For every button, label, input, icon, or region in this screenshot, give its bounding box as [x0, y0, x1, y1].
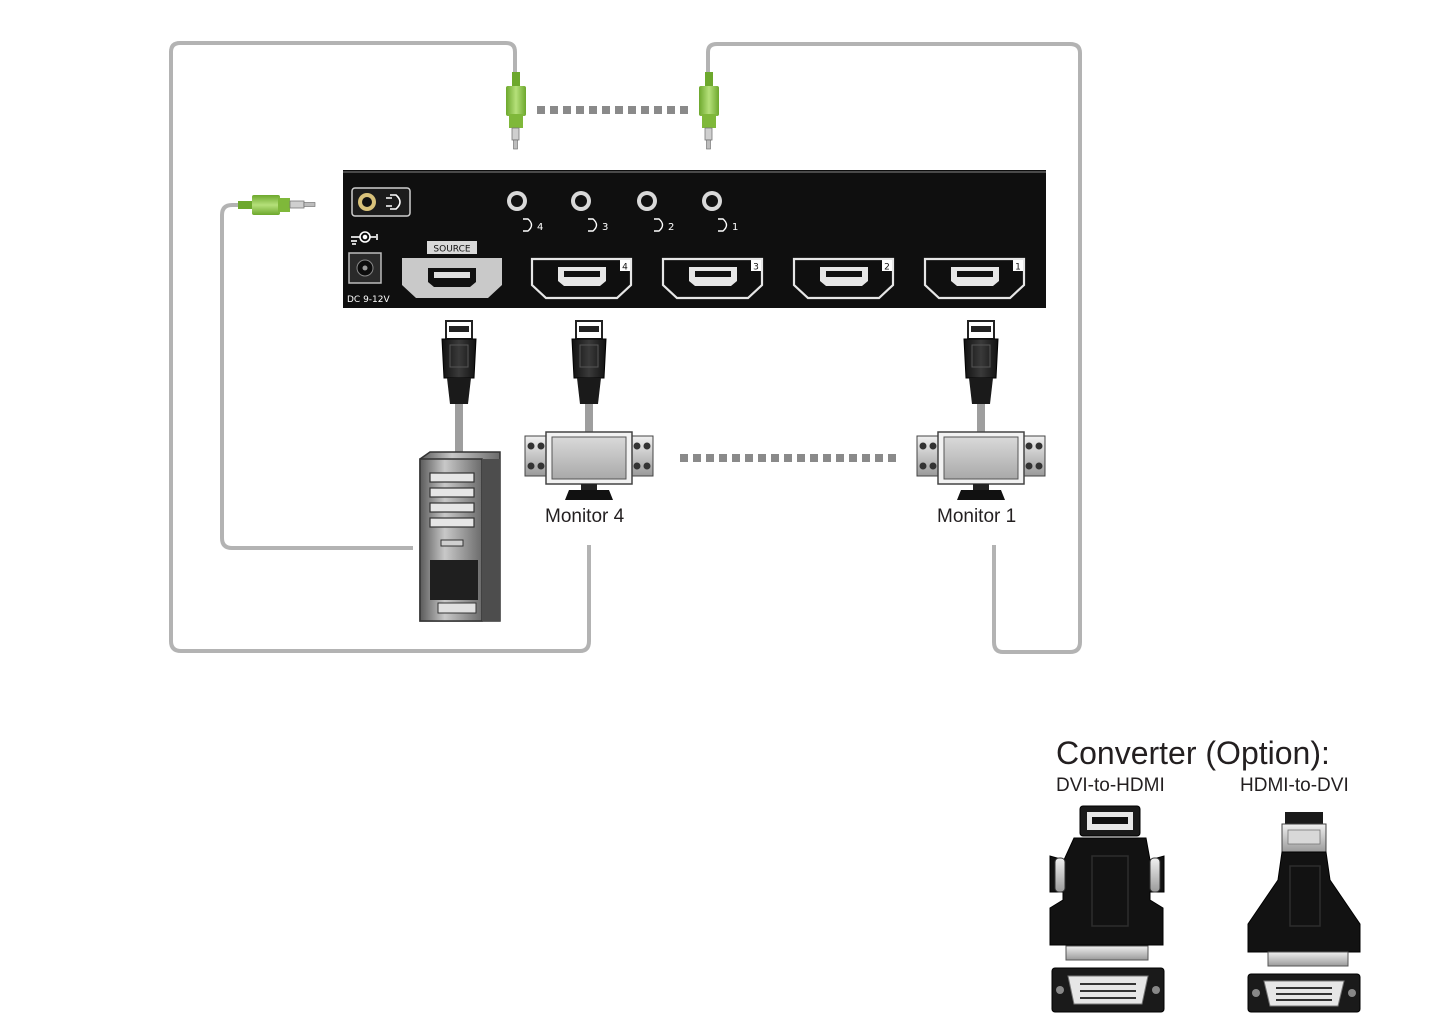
converter-dvi-to-hdmi-label: DVI-to-HDMI: [1056, 775, 1165, 796]
monitor-4-label: Monitor 4: [545, 506, 625, 527]
audio-out-number: 1: [732, 222, 738, 233]
audio-out-symbol-icon: [718, 218, 728, 232]
audio-out-symbol-icon: [523, 218, 533, 232]
audio-cable-monitor1: [706, 42, 1082, 654]
hdmi-out-number: 1: [1015, 263, 1021, 273]
monitor-1-label: Monitor 1: [937, 506, 1017, 527]
hdmi-port-icon: [661, 257, 764, 300]
audio-in-symbol-icon: [386, 194, 401, 210]
converter-title: Converter (Option):: [1056, 735, 1330, 771]
hdmi-out-number: 4: [622, 263, 628, 273]
audio-out-number: 3: [602, 222, 608, 233]
audio-plug-icon: [238, 195, 316, 215]
audio-cable-routing: [169, 41, 1082, 654]
hdmi-plug-icon: [441, 320, 477, 459]
monitor-icon: [524, 431, 654, 500]
audio-out-symbol-icon: [588, 218, 598, 232]
hdmi-plug-icon: [571, 320, 607, 434]
audio-out-symbol-icon: [654, 218, 664, 232]
audio-jack-icon: [637, 191, 657, 211]
hdmi-out-number: 3: [753, 263, 759, 273]
power-label: DC 9-12V: [347, 295, 391, 305]
audio-jack-icon: [702, 191, 722, 211]
hdmi-port-icon: [530, 257, 633, 300]
hdmi-plug-icon: [963, 320, 999, 434]
converter-hdmi-to-dvi-label: HDMI-to-DVI: [1240, 775, 1349, 796]
audio-cable-pc: [220, 203, 413, 550]
dvi-adapter-icon: [1247, 812, 1361, 1013]
hdmi-input-port: SOURCE: [402, 241, 502, 298]
power-polarity-icon: [351, 231, 378, 245]
audio-plug-icon: [506, 72, 526, 150]
audio-jack-icon: [571, 191, 591, 211]
splitter-back-panel: DC 9-12V 4 3 2 1: [343, 170, 1046, 308]
monitor-icon: [916, 431, 1046, 500]
audio-output-jacks: 4 3 2 1: [507, 191, 738, 233]
pc-tower-icon: [419, 451, 501, 622]
source-label: SOURCE: [433, 245, 470, 255]
hdmi-port-icon: [792, 257, 895, 300]
audio-out-number: 2: [668, 222, 674, 233]
dvi-adapter-icon: [1049, 805, 1165, 1013]
audio-out-number: 4: [537, 222, 543, 233]
hdmi-out-number: 2: [884, 263, 890, 273]
audio-jack-icon: [507, 191, 527, 211]
audio-plug-icon: [699, 72, 719, 150]
hdmi-port-icon: [923, 257, 1026, 300]
hdmi-output-ports: [530, 257, 1026, 300]
audio-cable-monitor4: [169, 41, 591, 653]
